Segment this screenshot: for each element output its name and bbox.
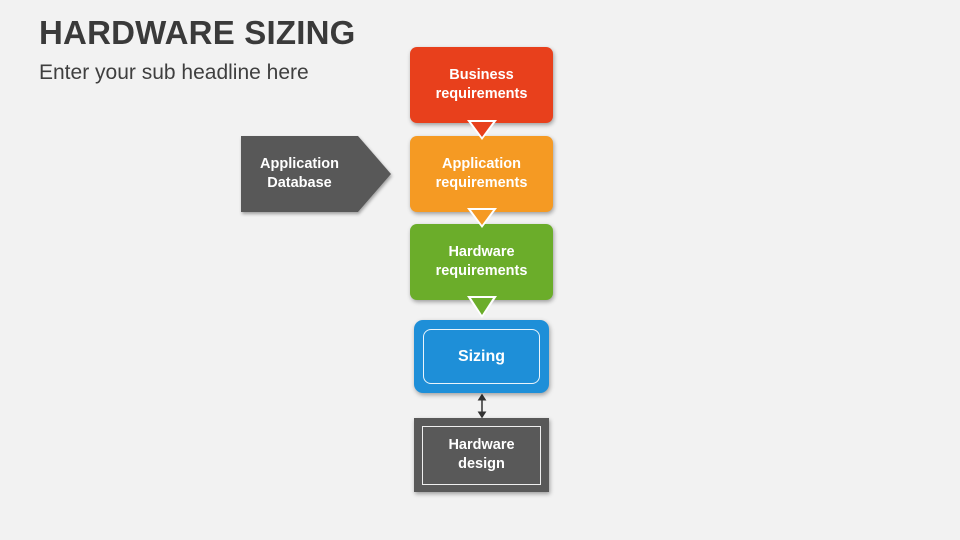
application-requirements-box: Application requirements bbox=[410, 136, 553, 212]
input-arrow-shape bbox=[241, 136, 391, 212]
down-triangle-connector-icon bbox=[467, 208, 497, 228]
application-database-label: Application Database bbox=[260, 156, 339, 191]
page-subtitle: Enter your sub headline here bbox=[39, 61, 309, 84]
hardware-design-box: Hardware design bbox=[414, 418, 549, 492]
down-triangle-connector-icon bbox=[467, 296, 497, 318]
hardware-design-label: Hardware design bbox=[422, 425, 541, 485]
hardware-requirements-box: Hardware requirements bbox=[410, 224, 553, 300]
sizing-box: Sizing bbox=[414, 320, 549, 393]
down-triangle-connector-icon bbox=[467, 120, 497, 140]
double-arrow-icon bbox=[477, 393, 487, 419]
business-requirements-box: Business requirements bbox=[410, 47, 553, 123]
sizing-label: Sizing bbox=[423, 329, 540, 384]
page-title: HARDWARE SIZING bbox=[39, 14, 356, 51]
